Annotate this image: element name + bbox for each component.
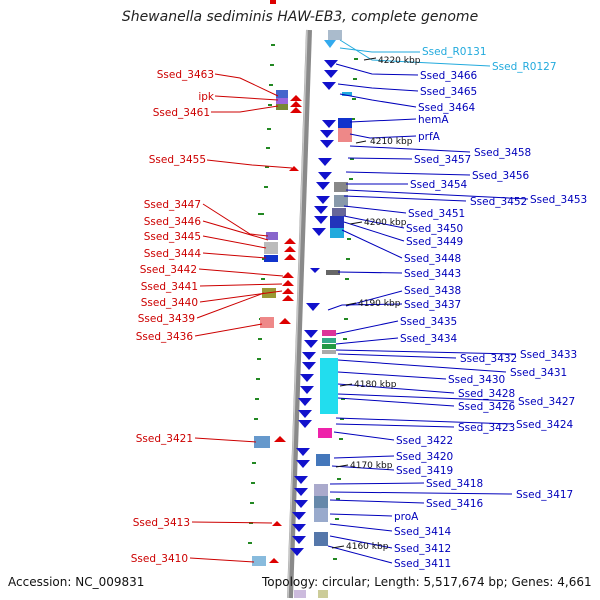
- gene-label[interactable]: Ssed_3421: [136, 433, 193, 445]
- left-tick-track: [248, 44, 275, 544]
- gene-label[interactable]: Ssed_3465: [420, 86, 477, 98]
- gene-label[interactable]: Ssed_3449: [406, 236, 463, 248]
- gene-label[interactable]: Ssed_3412: [394, 543, 451, 555]
- gene-label[interactable]: Ssed_3424: [516, 419, 574, 431]
- gene-label[interactable]: Ssed_3464: [418, 102, 476, 114]
- gene-label[interactable]: Ssed_3439: [138, 313, 195, 325]
- gene-label[interactable]: Ssed_3413: [133, 517, 190, 529]
- left-leader-lines: [189, 73, 293, 563]
- forward-strand-features: [269, 95, 302, 563]
- map-title: Shewanella sediminis HAW-EB3, complete g…: [121, 9, 479, 25]
- gene-label[interactable]: Ssed_3450: [406, 223, 463, 235]
- gene-label[interactable]: Ssed_3436: [136, 331, 194, 343]
- gene-label[interactable]: Ssed_3423: [458, 422, 515, 434]
- gene-label[interactable]: Ssed_3452: [470, 196, 527, 208]
- gene-label[interactable]: Ssed_3458: [474, 147, 531, 159]
- gene-label[interactable]: Ssed_3417: [516, 489, 573, 501]
- right-feature-boxes: [314, 30, 352, 546]
- gene-label[interactable]: Ssed_3447: [144, 199, 201, 211]
- reverse-strand-features: [290, 40, 338, 556]
- scale-label: 4220 kbp: [378, 56, 421, 66]
- gene-label[interactable]: hemA: [418, 114, 449, 126]
- gene-label[interactable]: proA: [394, 511, 419, 523]
- gene-label[interactable]: Ssed_3427: [518, 396, 575, 408]
- gene-label[interactable]: ipk: [198, 91, 215, 103]
- left-feature-boxes: [252, 90, 288, 566]
- gene-label[interactable]: Ssed_3414: [394, 526, 452, 538]
- gene-label[interactable]: Ssed_3416: [426, 498, 484, 510]
- gene-label[interactable]: Ssed_3432: [460, 353, 517, 365]
- gene-label[interactable]: Ssed_3451: [408, 208, 465, 220]
- genome-backbone: [287, 29, 312, 599]
- gene-label[interactable]: Ssed_3426: [458, 401, 516, 413]
- gene-label[interactable]: Ssed_3422: [396, 435, 453, 447]
- scale-label: 4180 kbp: [354, 380, 397, 390]
- scale-label: 4190 kbp: [358, 299, 401, 309]
- right-gene-labels: Ssed_3466 Ssed_3465 Ssed_3464 hemA prfA …: [394, 70, 587, 570]
- scale-ticks: [331, 57, 377, 549]
- gene-label[interactable]: Ssed_R0131: [422, 46, 487, 58]
- bottom-features: [270, 0, 328, 598]
- scale-label: 4170 kbp: [350, 461, 393, 471]
- gene-label[interactable]: Ssed_3440: [141, 297, 198, 309]
- gene-label[interactable]: Ssed_3456: [472, 170, 530, 182]
- gene-label[interactable]: Ssed_3443: [404, 268, 461, 280]
- accession-label: Accession: NC_009831: [8, 575, 145, 589]
- gene-label[interactable]: Ssed_3454: [410, 179, 468, 191]
- right-leader-lines: [327, 39, 529, 564]
- left-gene-labels: Ssed_3463 ipk Ssed_3461 Ssed_3455 Ssed_3…: [131, 69, 215, 565]
- gene-label[interactable]: Ssed_3446: [144, 216, 202, 228]
- gene-label[interactable]: Ssed_3463: [157, 69, 214, 81]
- scale-label: 4200 kbp: [364, 218, 407, 228]
- rna-gene-labels: Ssed_R0131 Ssed_R0127: [422, 46, 557, 73]
- gene-label[interactable]: Ssed_3461: [153, 107, 210, 119]
- gene-label[interactable]: Ssed_3428: [458, 388, 515, 400]
- gene-label[interactable]: Ssed_3435: [400, 316, 457, 328]
- genome-backbone-highlight: [287, 29, 308, 599]
- scale-label: 4210 kbp: [370, 137, 413, 147]
- gene-label[interactable]: Ssed_3433: [520, 349, 577, 361]
- gene-label[interactable]: Ssed_3410: [131, 553, 188, 565]
- scale-labels: 4220 kbp 4210 kbp 4200 kbp 4190 kbp 4180…: [346, 56, 421, 552]
- gene-label[interactable]: Ssed_3437: [404, 299, 461, 311]
- gene-label[interactable]: Ssed_3420: [396, 451, 453, 463]
- gene-label[interactable]: Ssed_3455: [149, 154, 206, 166]
- gene-label[interactable]: Ssed_3453: [530, 194, 587, 206]
- scale-label: 4160 kbp: [346, 542, 389, 552]
- gene-label[interactable]: Ssed_3438: [404, 285, 461, 297]
- gene-label[interactable]: Ssed_3418: [426, 478, 483, 490]
- gene-label[interactable]: Ssed_3411: [394, 558, 451, 570]
- gene-label[interactable]: Ssed_R0127: [492, 61, 557, 73]
- gene-label[interactable]: Ssed_3419: [396, 465, 453, 477]
- gene-label[interactable]: Ssed_3445: [144, 231, 201, 243]
- gene-label[interactable]: Ssed_3431: [510, 367, 567, 379]
- genome-summary: Topology: circular; Length: 5,517,674 bp…: [262, 575, 592, 589]
- gene-label[interactable]: Ssed_3448: [404, 253, 461, 265]
- right-tick-track: [333, 58, 358, 560]
- gene-label[interactable]: Ssed_3444: [144, 248, 202, 260]
- gene-label[interactable]: Ssed_3434: [400, 333, 458, 345]
- gene-label[interactable]: Ssed_3466: [420, 70, 478, 82]
- gene-label[interactable]: Ssed_3457: [414, 154, 471, 166]
- gene-label[interactable]: Ssed_3441: [141, 281, 198, 293]
- gene-label[interactable]: prfA: [418, 131, 441, 143]
- gene-label[interactable]: Ssed_3442: [140, 264, 197, 276]
- gene-label[interactable]: Ssed_3430: [448, 374, 505, 386]
